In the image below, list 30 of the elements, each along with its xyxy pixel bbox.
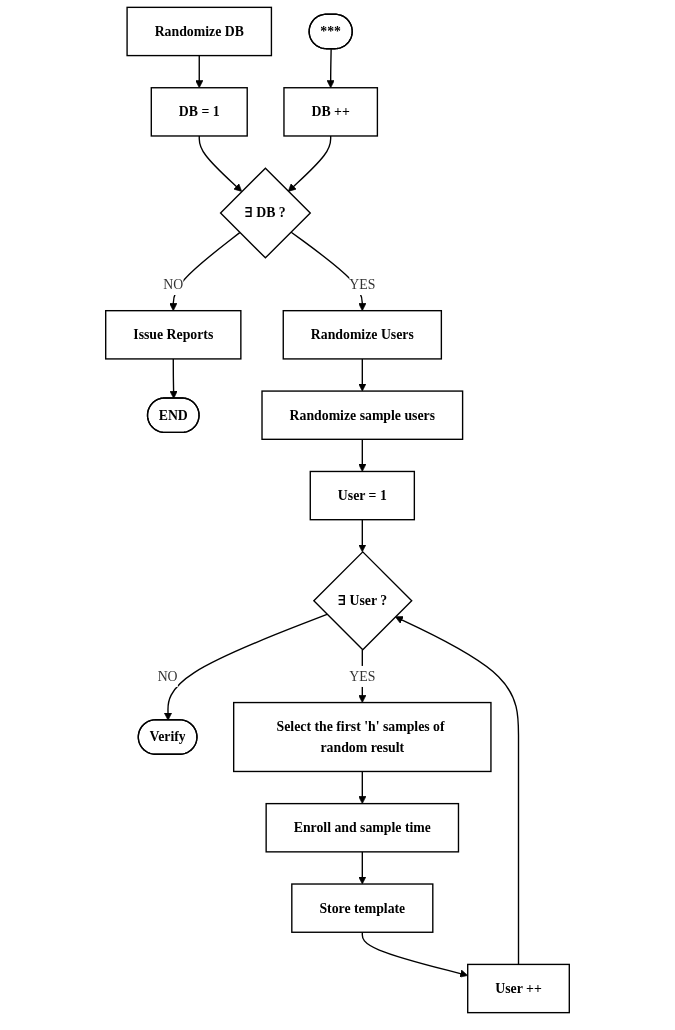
edge-label: NO [157,668,178,684]
arrow [358,851,367,885]
arrow [195,54,204,89]
node-box: DB ++ [283,87,379,137]
edge-label: YES [349,276,376,292]
arrow [326,48,335,89]
arrow [358,770,367,804]
node-box: DB = 1 [150,87,248,137]
arrow [358,438,367,472]
node-diamond: ∃ User ? [312,550,413,651]
node-box: Select the first 'h' samples of random result [233,701,492,773]
arrow [169,231,241,312]
node-diamond: ∃ DB ? [219,167,312,259]
edge-label: NO [163,276,184,292]
node-box: User = 1 [309,470,416,521]
arrow [287,135,332,192]
arrow [394,616,520,966]
node-box: Store template [291,883,434,933]
edge-label: YES [349,668,376,684]
arrow [169,358,178,399]
node-box: Randomize DB [126,6,273,57]
node-box: Randomize Users [282,310,443,360]
arrow [163,613,328,721]
node-box: User ++ [467,963,570,1014]
node-box: Enroll and sample time [265,802,460,853]
node-box: Issue Reports [105,310,242,360]
arrow [198,135,243,192]
arrow [358,519,367,553]
node-box: Randomize sample users [261,390,464,440]
arrow [358,358,367,392]
